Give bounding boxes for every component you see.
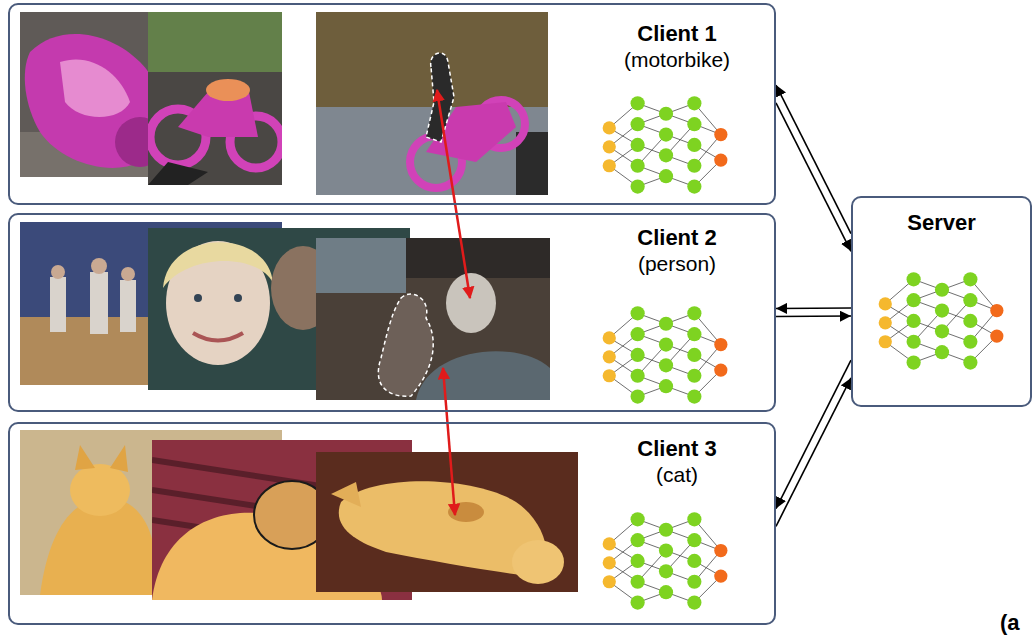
network-icon xyxy=(879,272,1004,369)
connector-arrow xyxy=(776,85,851,234)
red-arrow xyxy=(443,368,455,515)
red-arrow xyxy=(437,90,470,298)
text-group: Client 2(person) xyxy=(587,225,767,276)
connector-arrow xyxy=(776,307,851,309)
connector-arrow xyxy=(776,103,851,252)
text-group: Server xyxy=(853,210,1030,236)
network-icon xyxy=(603,512,728,609)
photo xyxy=(316,12,548,195)
text-group: Client 1(motorbike) xyxy=(587,21,767,72)
photo xyxy=(316,238,550,400)
node-title: Client 2 xyxy=(587,225,767,251)
photo xyxy=(316,452,578,592)
panel-label: (a xyxy=(1000,610,1020,636)
node-title: Server xyxy=(853,210,1030,236)
client-panel: Client 3(cat) xyxy=(8,422,776,625)
network-icon xyxy=(603,306,728,403)
connector-arrow xyxy=(776,360,851,508)
node-subtitle: (motorbike) xyxy=(587,47,767,72)
text-group: Client 3(cat) xyxy=(587,436,767,487)
server-box: Server xyxy=(851,196,1032,407)
photo xyxy=(148,12,282,185)
node-title: Client 1 xyxy=(587,21,767,47)
network-icon xyxy=(603,96,728,193)
connector-arrow xyxy=(776,315,851,317)
node-title: Client 3 xyxy=(587,436,767,462)
client-panel: Client 1(motorbike) xyxy=(8,3,776,205)
node-subtitle: (cat) xyxy=(587,462,767,487)
node-subtitle: (person) xyxy=(587,251,767,276)
client-panel: Client 2(person) xyxy=(8,213,776,412)
connector-arrow xyxy=(776,378,851,526)
